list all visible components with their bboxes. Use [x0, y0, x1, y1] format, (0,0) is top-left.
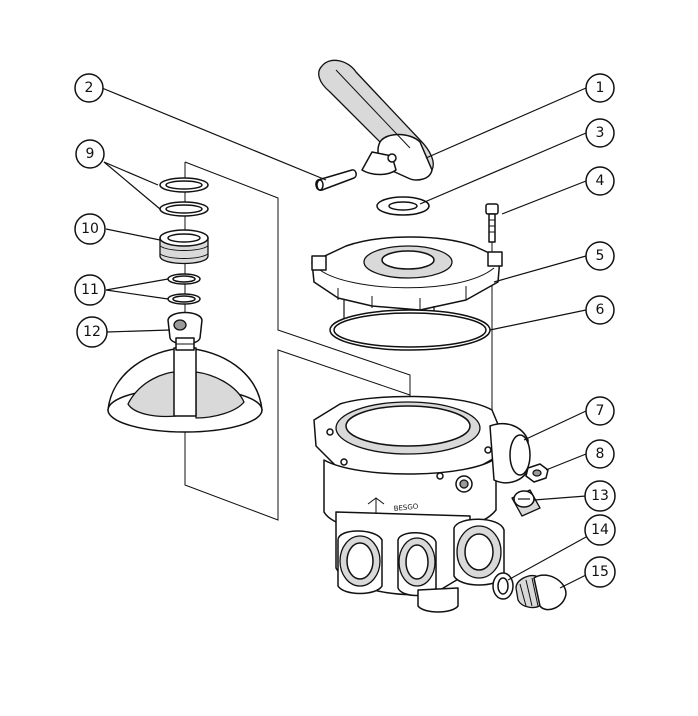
part-drain-plug	[515, 574, 567, 611]
callout-13: 13	[584, 480, 616, 512]
svg-text:13: 13	[591, 488, 609, 504]
part-valve-body: BESGO	[313, 395, 531, 613]
callout-8: 8	[585, 439, 615, 469]
part-handle	[318, 59, 434, 181]
part-washer	[376, 196, 430, 216]
callout-4: 4	[585, 166, 615, 196]
part-gauge-plug	[511, 489, 541, 517]
callout-7: 7	[585, 396, 615, 426]
leader-lines	[101, 87, 587, 589]
callout-5: 5	[585, 241, 615, 271]
callout-15: 15	[584, 556, 616, 588]
callout-bubbles: 1 2 3 4 5 6 7 8	[74, 73, 616, 588]
svg-text:8: 8	[596, 446, 605, 462]
svg-text:7: 7	[596, 403, 605, 419]
svg-text:4: 4	[596, 173, 605, 189]
svg-text:5: 5	[596, 248, 605, 264]
svg-text:3: 3	[596, 125, 605, 141]
svg-text:2: 2	[85, 80, 94, 96]
callout-10: 10	[74, 213, 106, 245]
svg-text:14: 14	[591, 522, 609, 538]
callout-14: 14	[584, 514, 616, 546]
svg-text:12: 12	[83, 324, 101, 340]
svg-text:10: 10	[81, 221, 99, 237]
callout-1: 1	[585, 73, 615, 103]
part-spring	[159, 229, 209, 265]
part-drain-washer	[492, 572, 514, 600]
callout-12: 12	[76, 316, 108, 348]
svg-text:11: 11	[81, 282, 99, 298]
part-rotor	[107, 311, 263, 433]
part-lower-o-rings	[167, 273, 201, 305]
part-cover-gasket	[329, 309, 491, 351]
callout-6: 6	[585, 295, 615, 325]
part-screw	[485, 203, 499, 243]
svg-text:1: 1	[596, 80, 605, 96]
part-upper-o-rings	[159, 177, 209, 217]
svg-text:6: 6	[596, 302, 605, 318]
svg-text:15: 15	[591, 564, 609, 580]
svg-text:9: 9	[86, 146, 95, 162]
callout-11: 11	[74, 274, 106, 306]
callout-9: 9	[75, 139, 105, 169]
callout-2: 2	[74, 73, 104, 103]
part-pin	[315, 169, 357, 191]
part-nut	[525, 463, 549, 483]
callout-3: 3	[585, 118, 615, 148]
housing-marking: BESGO	[393, 502, 419, 513]
